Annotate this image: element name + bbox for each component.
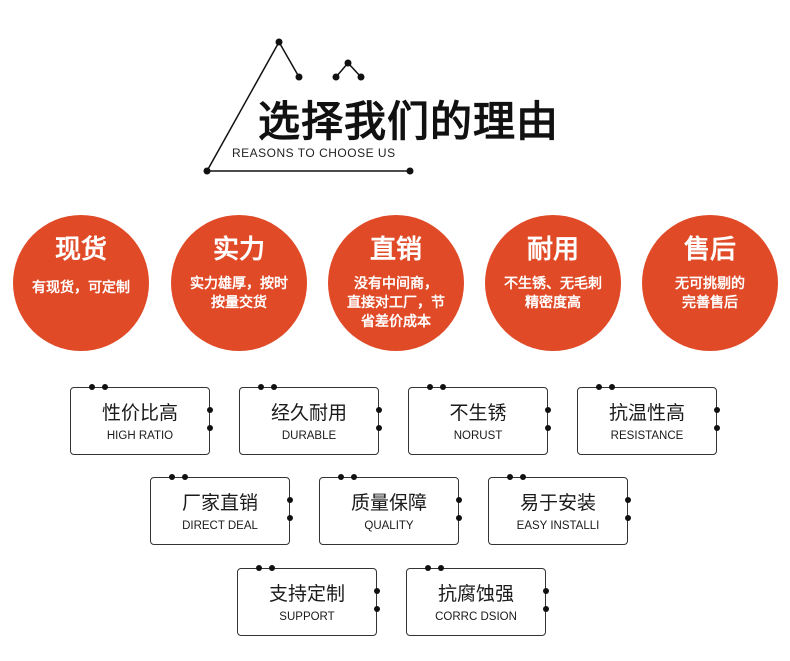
dot-icon xyxy=(609,384,615,390)
feature-title: 支持定制 xyxy=(268,583,345,605)
feature-subtitle: CORRC DSION xyxy=(435,611,517,623)
dot-icon xyxy=(456,497,462,503)
dot-icon xyxy=(287,497,293,503)
circle-title: 直销 xyxy=(369,235,422,265)
feature-subtitle: QUALITY xyxy=(364,520,414,532)
dot-icon xyxy=(376,425,382,431)
reason-circle-durable: 耐用 不生锈、无毛刺 精密度高 xyxy=(485,215,621,351)
dot-icon xyxy=(374,606,380,612)
reason-circle-stock: 现货 有现货，可定制 xyxy=(13,215,149,351)
reason-circle-aftersales: 售后 无可挑剔的 完善售后 xyxy=(642,215,778,351)
feature-box-support: 支持定制 SUPPORT xyxy=(237,565,380,636)
feature-subtitle: EASY INSTALLI xyxy=(516,520,600,532)
feature-title: 厂家直销 xyxy=(181,492,258,514)
dot-icon xyxy=(271,384,277,390)
dot-icon xyxy=(507,474,513,480)
dot-icon xyxy=(440,384,446,390)
circle-title: 实力 xyxy=(212,235,265,265)
feature-box-durable: 经久耐用 DURABLE xyxy=(239,384,382,455)
circle-desc-line: 直接对工厂，节 xyxy=(347,295,445,311)
deco-dot xyxy=(406,167,414,175)
circle-title: 现货 xyxy=(54,235,107,265)
circle-desc-line: 精密度高 xyxy=(525,295,581,311)
feature-title: 抗腐蚀强 xyxy=(437,583,514,605)
feature-box-direct-deal: 厂家直销 DIRECT DEAL xyxy=(150,474,293,545)
dot-icon xyxy=(520,474,526,480)
apex-dot xyxy=(275,38,283,46)
dot-icon xyxy=(351,474,357,480)
dot-icon xyxy=(207,425,213,431)
dot-icon xyxy=(543,606,549,612)
feature-box-easy-install: 易于安装 EASY INSTALLI xyxy=(488,474,631,545)
feature-subtitle: SUPPORT xyxy=(279,611,335,623)
reason-circle-direct: 直销 没有中间商， 直接对工厂，节 省差价成本 xyxy=(328,215,464,351)
feature-title: 质量保障 xyxy=(350,492,427,514)
dot-icon xyxy=(269,565,275,571)
page-subtitle: REASONS TO CHOOSE US xyxy=(232,146,396,160)
dot-icon xyxy=(258,384,264,390)
dot-icon xyxy=(256,565,262,571)
dot-icon xyxy=(545,407,551,413)
circle-desc-line: 完善售后 xyxy=(682,295,738,311)
deco-dot xyxy=(295,73,303,81)
dot-icon xyxy=(545,425,551,431)
dot-icon xyxy=(338,474,344,480)
dot-icon xyxy=(543,588,549,594)
feature-box-resistance: 抗温性高 RESISTANCE xyxy=(577,384,720,455)
dot-icon xyxy=(207,407,213,413)
feature-box-norust: 不生锈 NORUST xyxy=(408,384,551,455)
feature-subtitle: HIGH RATIO xyxy=(106,430,174,442)
circle-desc-line: 不生锈、无毛刺 xyxy=(504,276,602,292)
deco-dot xyxy=(203,167,211,175)
dot-icon xyxy=(625,497,631,503)
dot-icon xyxy=(438,565,444,571)
feature-title: 抗温性高 xyxy=(608,402,685,424)
circle-description: 不生锈、无毛刺 精密度高 xyxy=(495,275,611,313)
dot-icon xyxy=(287,515,293,521)
header-triangle-decoration xyxy=(203,38,414,175)
dot-icon xyxy=(102,384,108,390)
circle-desc-line: 省差价成本 xyxy=(361,314,431,330)
dot-icon xyxy=(425,565,431,571)
feature-subtitle: RESISTANCE xyxy=(610,430,684,442)
feature-title: 易于安装 xyxy=(519,492,596,514)
dot-icon xyxy=(89,384,95,390)
circle-desc-line: 按量交货 xyxy=(211,295,267,311)
feature-subtitle: NORUST xyxy=(453,430,503,442)
feature-title: 经久耐用 xyxy=(270,402,347,424)
circle-title: 售后 xyxy=(683,235,736,265)
circle-title: 耐用 xyxy=(526,235,579,265)
circle-description: 有现货，可定制 xyxy=(23,279,139,298)
circle-description: 实力雄厚，按时 按量交货 xyxy=(181,275,297,313)
feature-subtitle: DURABLE xyxy=(281,430,337,442)
dot-icon xyxy=(374,588,380,594)
dot-icon xyxy=(427,384,433,390)
circle-desc-line: 有现货，可定制 xyxy=(32,280,130,296)
feature-box-high-ratio: 性价比高 HIGH RATIO xyxy=(70,384,213,455)
dot-icon xyxy=(714,407,720,413)
circle-desc-line: 没有中间商， xyxy=(354,276,438,292)
dot-icon xyxy=(714,425,720,431)
dot-icon xyxy=(182,474,188,480)
dot-icon xyxy=(596,384,602,390)
feature-box-quality: 质量保障 QUALITY xyxy=(319,474,462,545)
page-title: 选择我们的理由 xyxy=(258,97,560,146)
circle-description: 没有中间商， 直接对工厂，节 省差价成本 xyxy=(338,275,454,332)
feature-box-corrosion: 抗腐蚀强 CORRC DSION xyxy=(406,565,549,636)
dot-icon xyxy=(169,474,175,480)
dot-icon xyxy=(376,407,382,413)
feature-title: 不生锈 xyxy=(449,402,507,424)
circle-desc-line: 实力雄厚，按时 xyxy=(190,276,288,292)
circle-desc-line: 无可挑剔的 xyxy=(675,276,745,292)
reason-circle-strength: 实力 实力雄厚，按时 按量交货 xyxy=(171,215,307,351)
deco-dot xyxy=(344,59,352,67)
dot-icon xyxy=(625,515,631,521)
deco-dot xyxy=(332,73,340,81)
feature-subtitle: DIRECT DEAL xyxy=(182,520,258,532)
circle-description: 无可挑剔的 完善售后 xyxy=(652,275,768,313)
deco-dot xyxy=(357,73,365,81)
dot-icon xyxy=(456,515,462,521)
feature-title: 性价比高 xyxy=(101,402,178,424)
